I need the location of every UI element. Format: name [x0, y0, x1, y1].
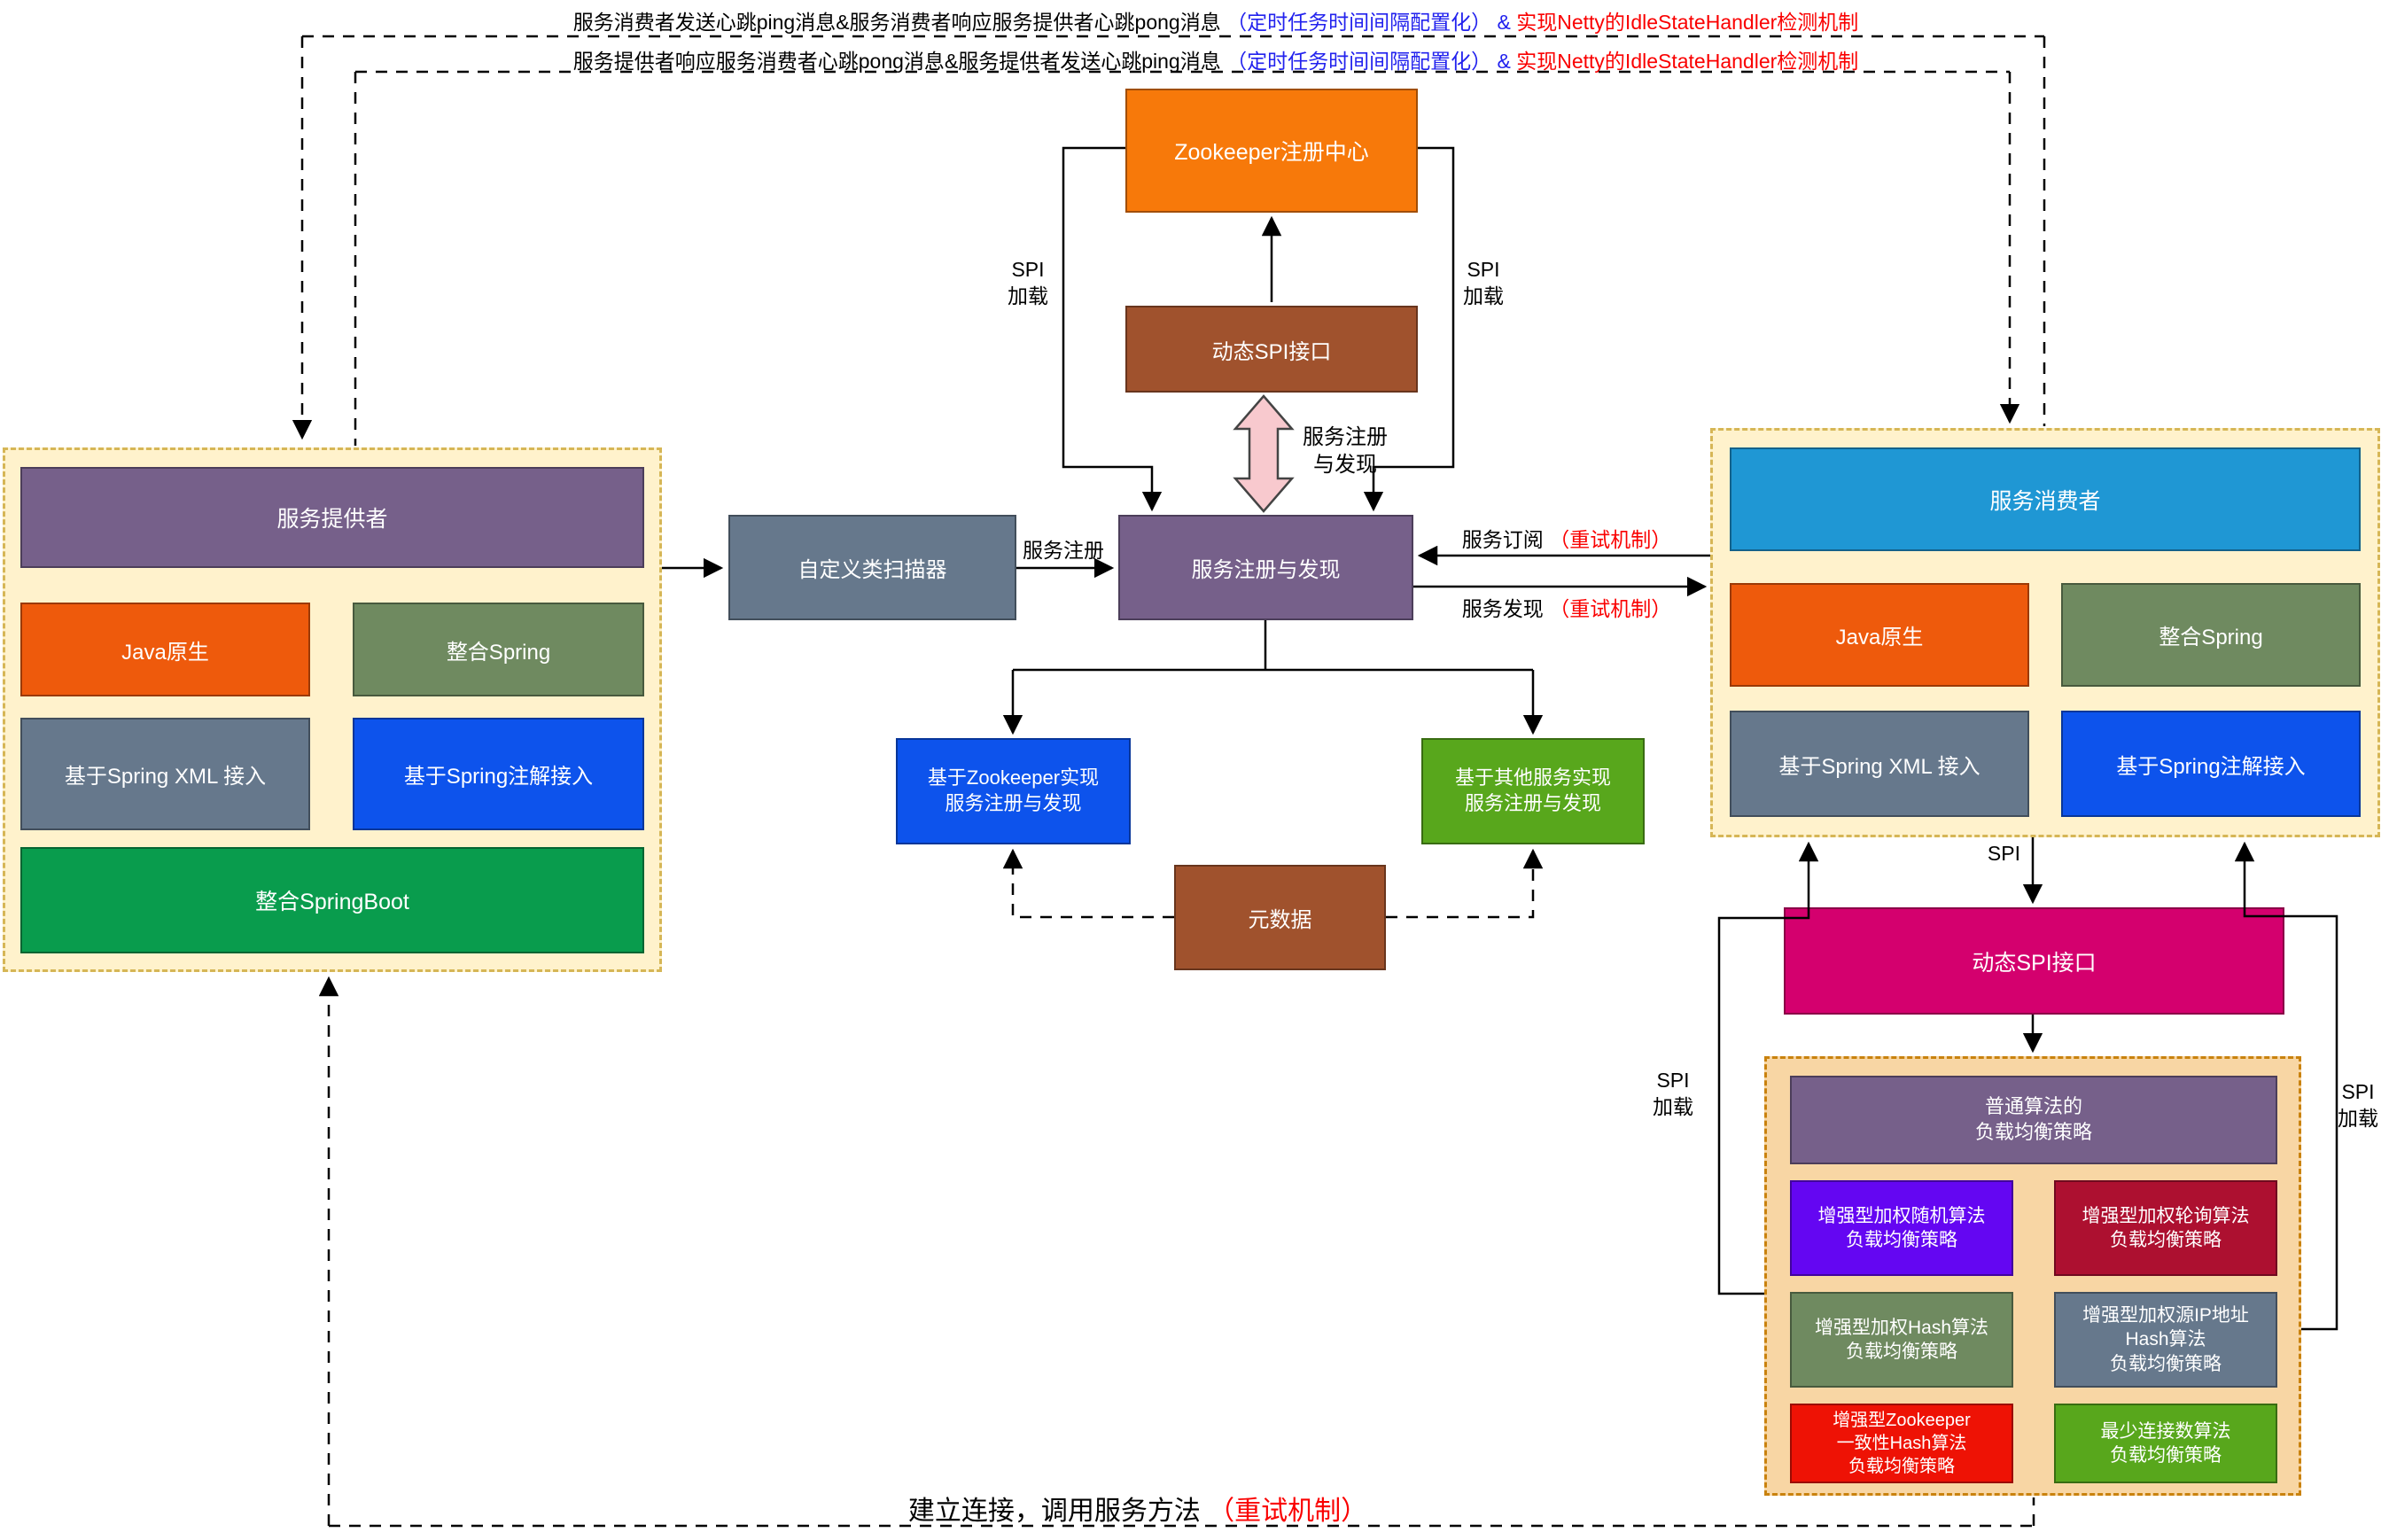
zookeeper-impl-box: 基于Zookeeper实现 服务注册与发现 — [896, 738, 1131, 844]
zookeeper-impl-label: 基于Zookeeper实现 服务注册与发现 — [927, 766, 1100, 814]
cell-label: 整合Spring — [2159, 626, 2263, 649]
spi-load-label-left: SPI 加载 — [1008, 258, 1048, 307]
metadata-box: 元数据 — [1174, 865, 1386, 970]
provider-spring-xml-box: 基于Spring XML 接入 — [20, 718, 310, 830]
cell-label: 基于Spring XML 接入 — [64, 765, 267, 789]
consumer-spring-box: 整合Spring — [2061, 583, 2361, 687]
heartbeat-line-consumer: 服务消费者发送心跳ping消息&服务消费者响应服务提供者心跳pong消息 （定时… — [330, 5, 2102, 35]
registry-discovery-box: 服务注册与发现 — [1118, 515, 1413, 620]
cell-label: 整合SpringBoot — [255, 890, 409, 914]
heartbeat-config-note: （定时任务时间间隔配置化） — [1226, 11, 1492, 34]
provider-java-native-box: Java原生 — [20, 603, 310, 696]
consumer-spring-xml-box: 基于Spring XML 接入 — [1730, 711, 2029, 817]
lb-source-ip-hash-box: 增强型加权源IP地址 Hash算法 负载均衡策略 — [2054, 1292, 2277, 1388]
consumer-title: 服务消费者 — [1989, 488, 2101, 514]
zookeeper-registry-box: Zookeeper注册中心 — [1125, 89, 1418, 213]
connect-invoke-label: 建立连接，调用服务方法 （重试机制） — [872, 1489, 1404, 1528]
cell-label: 基于Spring XML 接入 — [1778, 754, 1980, 779]
retry-note: （重试机制） — [1208, 1497, 1368, 1526]
other-impl-label: 基于其他服务实现 服务注册与发现 — [1454, 766, 1611, 814]
lb-weighted-roundrobin-box: 增强型加权轮询算法 负载均衡策略 — [2054, 1180, 2277, 1276]
lb-least-connections-box: 最少连接数算法 负载均衡策略 — [2054, 1404, 2277, 1483]
spi-load-label-lb-left: SPI 加载 — [1653, 1069, 1693, 1118]
zookeeper-label: Zookeeper注册中心 — [1174, 140, 1369, 165]
retry-note: （重试机制） — [1549, 597, 1672, 620]
heartbeat-netty-note: 实现Netty的IdleStateHandler检测机制 — [1516, 50, 1859, 73]
cell-label: Java原生 — [121, 640, 209, 665]
lb-cell-label: 最少连接数算法 负载均衡策略 — [2100, 1420, 2231, 1466]
retry-note: （重试机制） — [1549, 528, 1672, 551]
cell-label: 基于Spring注解接入 — [2116, 754, 2306, 779]
heartbeat-line-provider: 服务提供者响应服务消费者心跳pong消息&服务提供者发送心跳ping消息 （定时… — [330, 44, 2102, 74]
discover-text: 服务发现 — [1461, 597, 1550, 620]
cell-label: 整合Spring — [446, 640, 551, 665]
heartbeat-ampersand: & — [1491, 50, 1517, 73]
lb-common-label: 普通算法的 负载均衡策略 — [1974, 1095, 2092, 1143]
lb-cell-label: 增强型加权轮询算法 负载均衡策略 — [2082, 1205, 2250, 1250]
provider-title: 服务提供者 — [276, 507, 388, 532]
lb-cell-label: 增强型加权随机算法 负载均衡策略 — [1817, 1205, 1986, 1250]
heartbeat-text: 服务提供者响应服务消费者心跳pong消息&服务提供者发送心跳ping消息 — [572, 50, 1227, 73]
class-scanner-box: 自定义类扫描器 — [728, 515, 1016, 620]
lb-cell-label: 增强型加权源IP地址 Hash算法 负载均衡策略 — [2082, 1305, 2249, 1374]
dynamic-spi-top-box: 动态SPI接口 — [1125, 306, 1418, 393]
consumer-java-native-box: Java原生 — [1730, 583, 2029, 687]
service-subscribe-label: 服务订阅 （重试机制） — [1425, 523, 1708, 553]
other-impl-box: 基于其他服务实现 服务注册与发现 — [1421, 738, 1645, 844]
metadata-label: 元数据 — [1248, 908, 1312, 932]
dynamic-spi-label: 动态SPI接口 — [1972, 950, 2097, 976]
spi-load-label-right: SPI 加载 — [1463, 258, 1504, 307]
dynamic-spi-label: 动态SPI接口 — [1211, 339, 1332, 364]
heartbeat-text: 服务消费者发送心跳ping消息&服务消费者响应服务提供者心跳pong消息 — [572, 11, 1227, 34]
registry-discovery-arrow-label: 服务注册 与发现 — [1303, 425, 1388, 478]
consumer-title-box: 服务消费者 — [1730, 447, 2361, 551]
provider-title-box: 服务提供者 — [20, 467, 644, 568]
spi-label-consumer: SPI — [1987, 842, 2020, 865]
registry-discovery-label: 服务注册与发现 — [1191, 558, 1341, 582]
class-scanner-label: 自定义类扫描器 — [798, 558, 947, 582]
heartbeat-config-note: （定时任务时间间隔配置化） — [1226, 50, 1492, 73]
consumer-spring-annotation-box: 基于Spring注解接入 — [2061, 711, 2361, 817]
lb-weighted-random-box: 增强型加权随机算法 负载均衡策略 — [1790, 1180, 2013, 1276]
service-discover-label: 服务发现 （重试机制） — [1425, 592, 1708, 622]
lb-cell-label: 增强型加权Hash算法 负载均衡策略 — [1814, 1317, 1989, 1362]
cell-label: Java原生 — [1835, 626, 1924, 649]
dynamic-spi-pink-box: 动态SPI接口 — [1784, 907, 2284, 1015]
service-register-label: 服务注册 — [1023, 539, 1104, 562]
heartbeat-ampersand: & — [1491, 11, 1517, 34]
cell-label: 基于Spring注解接入 — [403, 765, 594, 789]
lb-common-box: 普通算法的 负载均衡策略 — [1790, 1076, 2277, 1164]
lb-zk-consistent-hash-box: 增强型Zookeeper 一致性Hash算法 负载均衡策略 — [1790, 1404, 2013, 1483]
provider-spring-annotation-box: 基于Spring注解接入 — [353, 718, 644, 830]
provider-spring-box: 整合Spring — [353, 603, 644, 696]
provider-springboot-box: 整合SpringBoot — [20, 847, 644, 953]
lb-cell-label: 增强型Zookeeper 一致性Hash算法 负载均衡策略 — [1833, 1411, 1971, 1476]
connect-invoke-text: 建立连接，调用服务方法 — [907, 1497, 1209, 1526]
lb-weighted-hash-box: 增强型加权Hash算法 负载均衡策略 — [1790, 1292, 2013, 1388]
spi-load-label-lb-right: SPI 加载 — [2338, 1080, 2378, 1130]
subscribe-text: 服务订阅 — [1461, 528, 1550, 551]
heartbeat-netty-note: 实现Netty的IdleStateHandler检测机制 — [1516, 11, 1859, 34]
